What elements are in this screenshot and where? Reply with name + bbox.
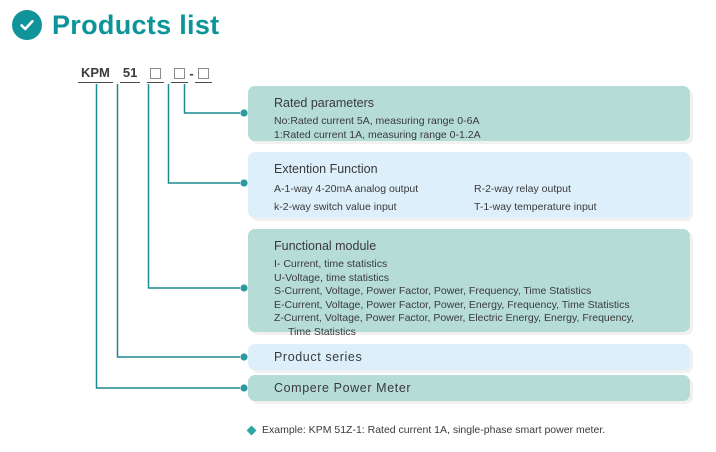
extention-col-right: T-1-way temperature input [474, 199, 690, 215]
code-placeholder-extention [171, 66, 189, 84]
box-line: I- Current, time statistics [274, 258, 388, 270]
extention-col-right: R-2-way relay output [474, 181, 690, 197]
diamond-bullet-icon [246, 425, 257, 435]
check-circle-icon [12, 10, 42, 40]
box-title: Compere Power Meter [274, 380, 412, 395]
code-segment-brand: KPM [78, 66, 113, 84]
box-line: A-1-way 4-20mA analog output [274, 183, 419, 195]
box-line: 1:Rated current 1A, measuring range 0-1.… [274, 128, 481, 141]
box-line: E-Current, Voltage, Power Factor, Power,… [274, 298, 630, 311]
box-title: Functional module [274, 239, 377, 253]
callout-product-series: Product series [248, 344, 690, 370]
extention-row: k-2-way switch value input T-1-way tempe… [274, 199, 690, 215]
square-placeholder-icon [174, 68, 186, 80]
callout-extention-function: Extention Function A-1-way 4-20mA analog… [248, 152, 690, 218]
extention-row: A-1-way 4-20mA analog output R-2-way rel… [274, 181, 690, 197]
code-placeholder-rated [194, 66, 212, 84]
box-line: No:Rated current 5A, measuring range 0-6… [274, 115, 480, 127]
box-title: Rated parameters [274, 96, 375, 110]
extention-col-left: A-1-way 4-20mA analog output [274, 181, 474, 197]
code-separator: - [189, 66, 194, 82]
page-header: Products list [12, 10, 219, 40]
callout-compere-power-meter: Compere Power Meter [248, 375, 690, 401]
page-title: Products list [52, 9, 220, 40]
box-line: k-2-way switch value input [274, 201, 397, 213]
code-segment-series: 51 [119, 66, 141, 84]
extention-col-left: k-2-way switch value input [274, 199, 474, 215]
box-line: R-2-way relay output [474, 183, 571, 195]
example-note: Example: KPM 51Z-1: Rated current 1A, si… [246, 423, 606, 437]
square-placeholder-icon [197, 68, 209, 80]
model-code-row: KPM 51 - [78, 66, 212, 84]
box-title: Product series [274, 349, 363, 364]
callout-rated-parameters: Rated parameters No:Rated current 5A, me… [248, 86, 690, 141]
box-line: Z-Current, Voltage, Power Factor, Power,… [274, 312, 635, 324]
callout-functional-module: Functional module I- Current, time stati… [248, 229, 690, 338]
example-note-text: Example: KPM 51Z-1: Rated current 1A, si… [262, 424, 606, 436]
box-title: Extention Function [274, 162, 378, 176]
box-line: Time Statistics [288, 325, 356, 338]
square-placeholder-icon [150, 68, 162, 80]
code-placeholder-module [147, 66, 165, 84]
box-line: S-Current, Voltage, Power Factor, Power,… [274, 285, 592, 297]
box-line: T-1-way temperature input [474, 201, 597, 213]
box-line: U-Voltage, time statistics [274, 271, 389, 284]
